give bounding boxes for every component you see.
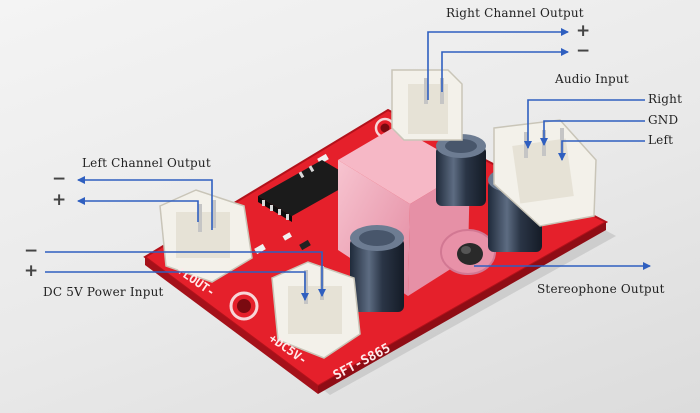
smd-component: [282, 232, 292, 241]
connector-dc-power: [271, 261, 361, 359]
arrow-dc-minus: [45, 251, 326, 297]
sign-dc-minus: −: [24, 241, 39, 261]
arrow-audio-left: [558, 140, 645, 161]
label-right: Right: [648, 92, 683, 106]
sign-right-out-plus: +: [576, 21, 591, 41]
ic-chip-side: [258, 196, 292, 222]
label-left-channel-output: Left Channel Output: [82, 156, 211, 170]
ic-pins: [262, 165, 315, 220]
sign-left-out-minus: −: [52, 169, 67, 189]
callout-lines: [45, 28, 651, 301]
label-left: Left: [648, 133, 674, 147]
smd-component: [299, 239, 311, 251]
mounting-hole: [237, 299, 251, 313]
arrow-left-out-minus: [77, 176, 213, 230]
arrow-right-out-minus: [441, 48, 569, 92]
label-audio-input: Audio Input: [555, 72, 629, 86]
ic-chip: [258, 160, 356, 216]
mounting-hole: [229, 291, 259, 321]
arrow-audio-right: [524, 99, 645, 149]
jack-socket-hole: [457, 243, 483, 265]
jack-socket-gleam: [461, 246, 471, 254]
capacitor: [436, 134, 486, 206]
label-dc-power-input: DC 5V Power Input: [43, 285, 164, 299]
connector-right-output: [391, 69, 463, 141]
label-stereophone-output: Stereophone Output: [537, 282, 665, 296]
capacitor: [350, 225, 404, 312]
pcb-edge: [145, 257, 318, 394]
arrow-left-out-plus: [77, 197, 199, 222]
arrow-audio-gnd: [540, 120, 645, 146]
connector-left-output: [159, 189, 253, 283]
sign-right-out-minus: −: [576, 41, 591, 61]
sign-left-out-plus: +: [52, 190, 67, 210]
arrow-right-out-plus: [427, 28, 569, 100]
mounting-hole: [380, 123, 390, 133]
arrow-dc-plus: [45, 271, 309, 301]
sign-dc-plus: +: [24, 261, 39, 281]
label-right-channel-output: Right Channel Output: [446, 6, 584, 20]
label-gnd: GND: [648, 113, 679, 127]
pcb-edge-right: [318, 222, 606, 394]
